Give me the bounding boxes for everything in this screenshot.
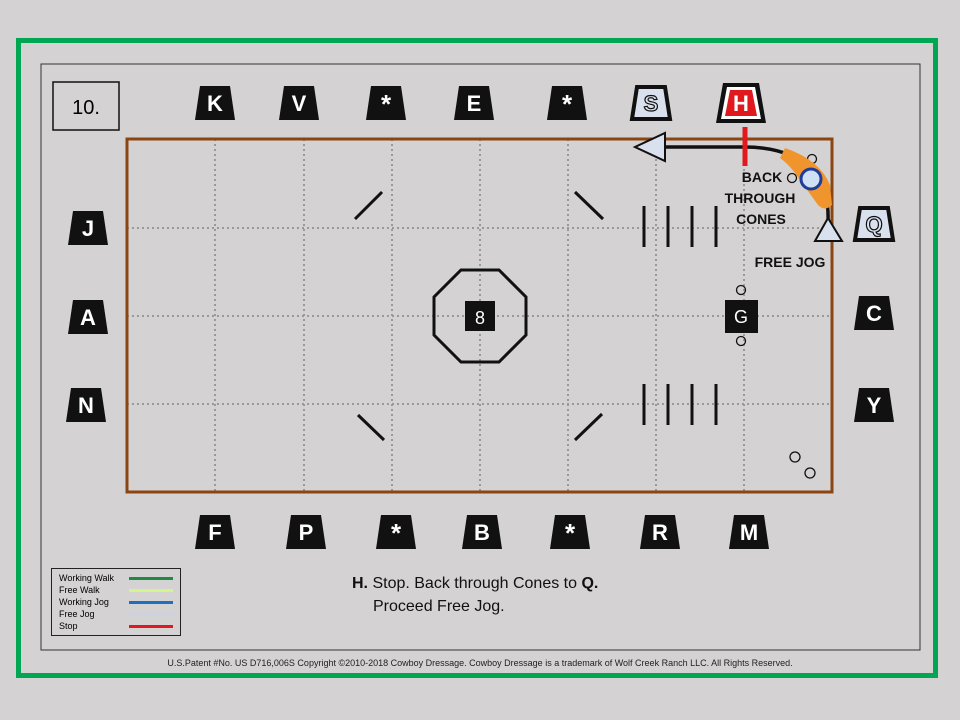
marker-star: * (547, 86, 587, 120)
legend-label: Working Walk (59, 573, 115, 583)
legend-item: Working Walk (59, 572, 173, 584)
copyright-footer: U.S.Patent #No. US D716,006S Copyright ©… (167, 658, 793, 668)
marker-label: N (78, 393, 94, 418)
marker-b: B (462, 515, 502, 549)
rider-icon (799, 167, 823, 191)
legend-label: Stop (59, 621, 78, 631)
marker-a: A (68, 300, 108, 334)
marker-n: N (66, 388, 106, 422)
marker-r: R (640, 515, 680, 549)
marker-label: E (467, 91, 482, 116)
marker-label: K (207, 91, 223, 116)
instr-line2: Proceed Free Jog. (373, 598, 505, 615)
legend-label: Free Jog (59, 609, 95, 619)
marker-label: * (562, 89, 573, 119)
marker-v: V (279, 86, 319, 120)
marker-label: Y (867, 393, 882, 418)
inner-border (40, 63, 921, 651)
diagonal-guides (353, 190, 605, 442)
arena-fence (125, 137, 834, 494)
instr-marker: H. (352, 575, 368, 592)
marker-y: Y (854, 388, 894, 422)
start-triangle-icon (813, 216, 844, 242)
legend-item: Stop (59, 620, 173, 632)
marker-label: * (381, 89, 392, 119)
marker-star: * (550, 515, 590, 549)
legend-item: Free Walk (59, 584, 173, 596)
marker-label: * (391, 518, 402, 548)
marker-e: E (454, 86, 494, 120)
marker-k: K (195, 86, 235, 120)
legend-swatch (129, 612, 173, 616)
instr-text: Stop. Back through Cones to (368, 575, 582, 592)
marker-label: M (740, 520, 758, 545)
page-frame (16, 38, 938, 678)
octagon-circle (432, 268, 528, 364)
annotation-cones: CONES (736, 211, 786, 227)
instructions: H. Stop. Back through Cones to Q. Procee… (352, 572, 598, 618)
marker-c: C (854, 296, 894, 330)
arena-markers: K V * E * S H J A N Q C Y F P * B * R M (66, 83, 896, 549)
marker-star: * (366, 86, 406, 120)
annotation-through: THROUGH (725, 190, 796, 206)
marker-s: S (629, 85, 673, 121)
marker-label: F (208, 520, 221, 545)
legend-swatch (129, 600, 173, 604)
instr-end: Q. (581, 575, 599, 592)
marker-label: J (82, 216, 94, 241)
marker-h: H (716, 83, 766, 123)
center-marker-label: 8 (475, 308, 485, 328)
marker-label: R (652, 520, 668, 545)
cones (735, 153, 818, 479)
g-marker (725, 300, 758, 333)
g-marker-label: G (734, 307, 748, 327)
marker-q: Q (852, 206, 896, 242)
legend-label: Free Walk (59, 585, 100, 595)
marker-p: P (286, 515, 326, 549)
marker-j: J (68, 211, 108, 245)
legend-swatch (129, 588, 173, 592)
test-number: 10. (72, 97, 100, 119)
marker-label: P (299, 520, 314, 545)
route-arrowhead (632, 131, 666, 163)
legend-label: Working Jog (59, 597, 109, 607)
marker-label: A (80, 305, 96, 330)
annotation-back: BACK (742, 169, 782, 185)
marker-label: S (644, 91, 659, 116)
marker-label: B (474, 520, 490, 545)
marker-star: * (376, 515, 416, 549)
annotation-free-jog: FREE JOG (755, 254, 826, 270)
legend-swatch (129, 576, 173, 580)
marker-label: Q (865, 212, 882, 237)
marker-label: V (292, 91, 307, 116)
legend-item: Free Jog (59, 608, 173, 620)
center-marker (465, 301, 495, 331)
marker-label: C (866, 301, 882, 326)
marker-label: H (733, 91, 749, 116)
marker-m: M (729, 515, 769, 549)
marker-label: * (565, 518, 576, 548)
test-number-box (52, 81, 120, 131)
legend-swatch (129, 624, 173, 628)
legend-item: Working Jog (59, 596, 173, 608)
marker-f: F (195, 515, 235, 549)
cone-bars (642, 206, 718, 425)
